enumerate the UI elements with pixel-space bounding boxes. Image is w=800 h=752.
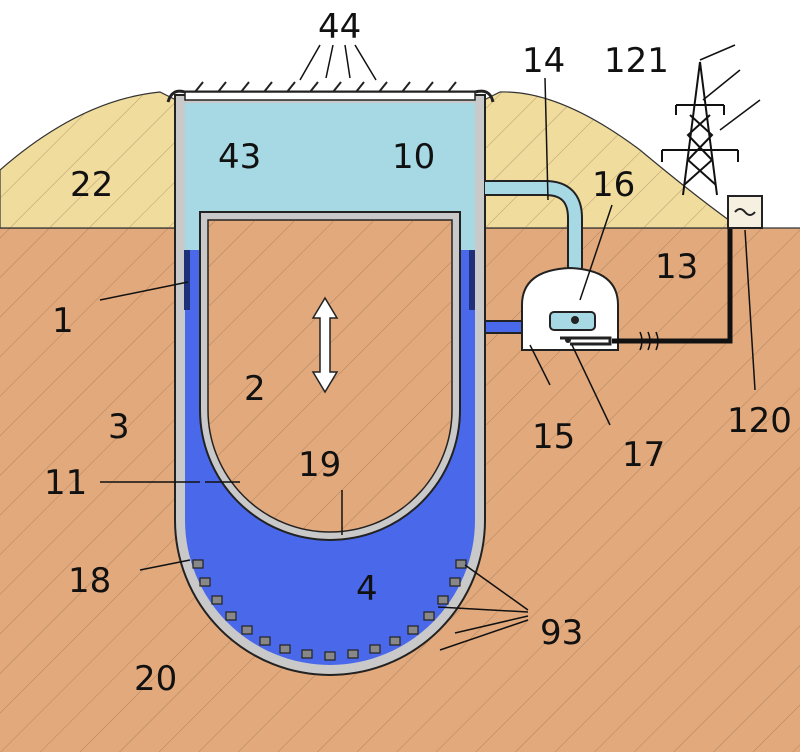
label-121: 121 bbox=[604, 41, 669, 81]
label-15: 15 bbox=[532, 417, 575, 457]
label-13: 13 bbox=[655, 247, 698, 287]
label-120: 120 bbox=[727, 401, 792, 441]
label-10: 10 bbox=[392, 137, 435, 177]
label-18: 18 bbox=[68, 561, 111, 601]
label-17: 17 bbox=[622, 435, 665, 475]
lower-pipe bbox=[484, 320, 528, 334]
label-22: 22 bbox=[70, 165, 113, 205]
label-19: 19 bbox=[298, 445, 341, 485]
label-3: 3 bbox=[108, 407, 130, 447]
label-11: 11 bbox=[44, 463, 87, 503]
label-4: 4 bbox=[356, 569, 378, 609]
movement-arrow-icon bbox=[311, 296, 339, 394]
power-pylon bbox=[661, 61, 739, 196]
label-2: 2 bbox=[244, 369, 266, 409]
label-43: 43 bbox=[218, 137, 261, 177]
label-20: 20 bbox=[134, 659, 177, 699]
label-1: 1 bbox=[52, 301, 74, 341]
label-44: 44 bbox=[318, 7, 361, 47]
leader-lines bbox=[99, 44, 761, 651]
label-93: 93 bbox=[540, 613, 583, 653]
bottom-weights bbox=[192, 559, 467, 661]
power-cable bbox=[612, 225, 733, 344]
lid bbox=[166, 81, 495, 103]
label-16: 16 bbox=[592, 165, 635, 205]
label-14: 14 bbox=[522, 41, 565, 81]
